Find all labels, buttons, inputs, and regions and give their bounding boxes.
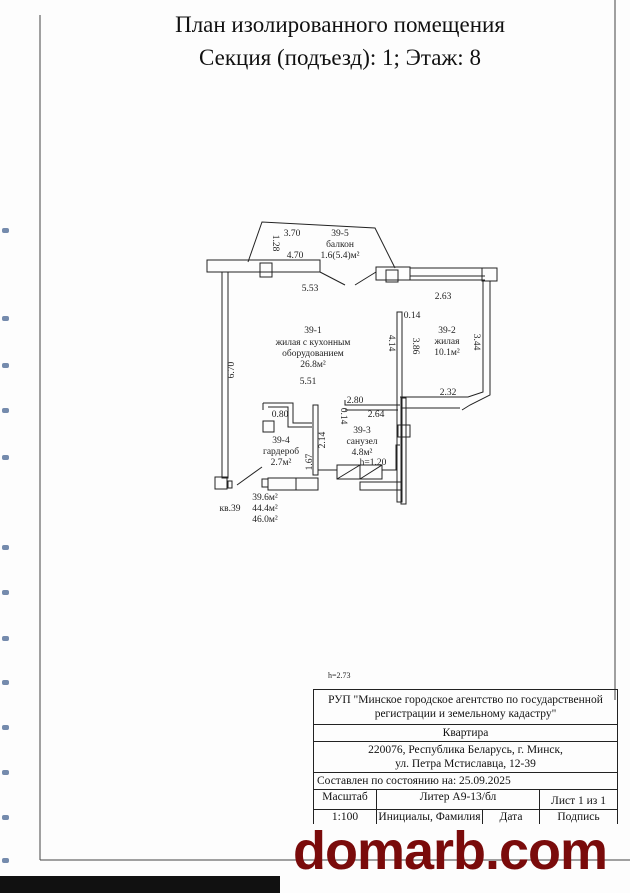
total-area: 46.0м² [252, 515, 278, 525]
address: 220076, Республика Беларусь, г. Минск, у… [314, 742, 617, 773]
scale-row: Масштаб Литер А9-13/бл Лист 1 из 1 [314, 790, 617, 810]
title-block: РУП "Минское городское агентство по госу… [313, 689, 618, 824]
apartment-number: кв.39 [220, 504, 241, 514]
dim-label: 3.70 [284, 229, 301, 239]
room-id: 39-3 [353, 426, 371, 436]
address-line1: 220076, Республика Беларусь, г. Минск, [368, 744, 563, 756]
room-area: 2.7м² [271, 458, 292, 468]
room-id: 39-1 [304, 326, 322, 336]
punch-hole [2, 408, 9, 413]
dim-label: 0.14 [338, 408, 348, 425]
room-area: 4.8м² [352, 448, 373, 458]
dim-label: 0.80 [272, 410, 289, 420]
punch-hole [2, 545, 9, 550]
dim-label: 2.32 [440, 388, 457, 398]
dim-label: 0.14 [404, 311, 421, 321]
org-name: РУП "Минское городское агентство по госу… [314, 690, 617, 725]
document-subtitle: Секция (подъезд): 1; Этаж: 8 [199, 45, 481, 70]
room-name: жилая с кухонным [275, 338, 351, 348]
room-area: 26.8м² [300, 360, 326, 370]
sheet: Лист 1 из 1 [551, 795, 606, 807]
room-id: 39-5 [331, 229, 349, 239]
punch-hole [2, 770, 9, 775]
punch-hole [2, 725, 9, 730]
room-area: 1.6(5.4)м² [321, 250, 360, 261]
dim-label: 1.28 [270, 235, 280, 252]
compiled-date: Составлен по состоянию на: 25.09.2025 [314, 773, 617, 790]
punch-hole [2, 680, 9, 685]
dim-label: 4.14 [386, 335, 396, 352]
scale-value: 1:100 [314, 810, 377, 824]
punch-hole [2, 590, 9, 595]
dim-label: 2.80 [347, 396, 364, 406]
liter: Литер А9-13/бл [377, 790, 540, 809]
dim-label: 5.51 [300, 377, 317, 387]
punch-hole [2, 363, 9, 368]
room-name: санузел [346, 437, 377, 447]
punch-hole [2, 455, 9, 460]
initials-header: Инициалы, Фамилия [377, 810, 483, 824]
punch-hole [2, 815, 9, 820]
ceiling-height: h=2.73 [328, 671, 351, 680]
dim-label: 2.63 [435, 292, 452, 302]
room-area: 10.1м² [434, 348, 460, 358]
total-area: 39.6м² [252, 493, 278, 503]
punch-hole [2, 316, 9, 321]
address-line2: ул. Петра Мстиславца, 12-39 [395, 758, 536, 770]
object-type: Квартира [314, 725, 617, 742]
room-name: балкон [326, 239, 354, 250]
dim-label: 5.53 [302, 284, 319, 294]
room-name: гардероб [263, 446, 299, 457]
room-name: оборудованием [282, 348, 344, 359]
dim-label: 1.67 [305, 453, 315, 470]
scale-label: Масштаб [314, 790, 377, 809]
dim-label: 3.44 [471, 334, 481, 351]
punch-hole [2, 858, 9, 863]
dim-label: h=1.20 [360, 458, 387, 468]
room-name: жилая [434, 337, 461, 347]
signature-row: 1:100 Инициалы, Фамилия Дата Подпись [314, 810, 617, 824]
total-area: 44.4м² [252, 504, 278, 514]
punch-hole [2, 228, 9, 233]
room-id: 39-2 [438, 326, 456, 336]
punch-hole [2, 636, 9, 641]
dim-label: 2.14 [318, 431, 328, 448]
watermark: domarb.com [293, 821, 608, 881]
dim-label: 6.70 [227, 361, 237, 378]
walls [206, 221, 498, 505]
dim-label: 2.64 [368, 410, 385, 420]
room-id: 39-4 [272, 436, 290, 446]
signature-header: Подпись [557, 811, 600, 823]
scan-shadow [0, 876, 280, 893]
dim-label: 3.86 [410, 338, 420, 355]
document-title: План изолированного помещения [175, 12, 505, 37]
dim-label: 4.70 [287, 251, 304, 261]
date-header: Дата [483, 810, 540, 824]
